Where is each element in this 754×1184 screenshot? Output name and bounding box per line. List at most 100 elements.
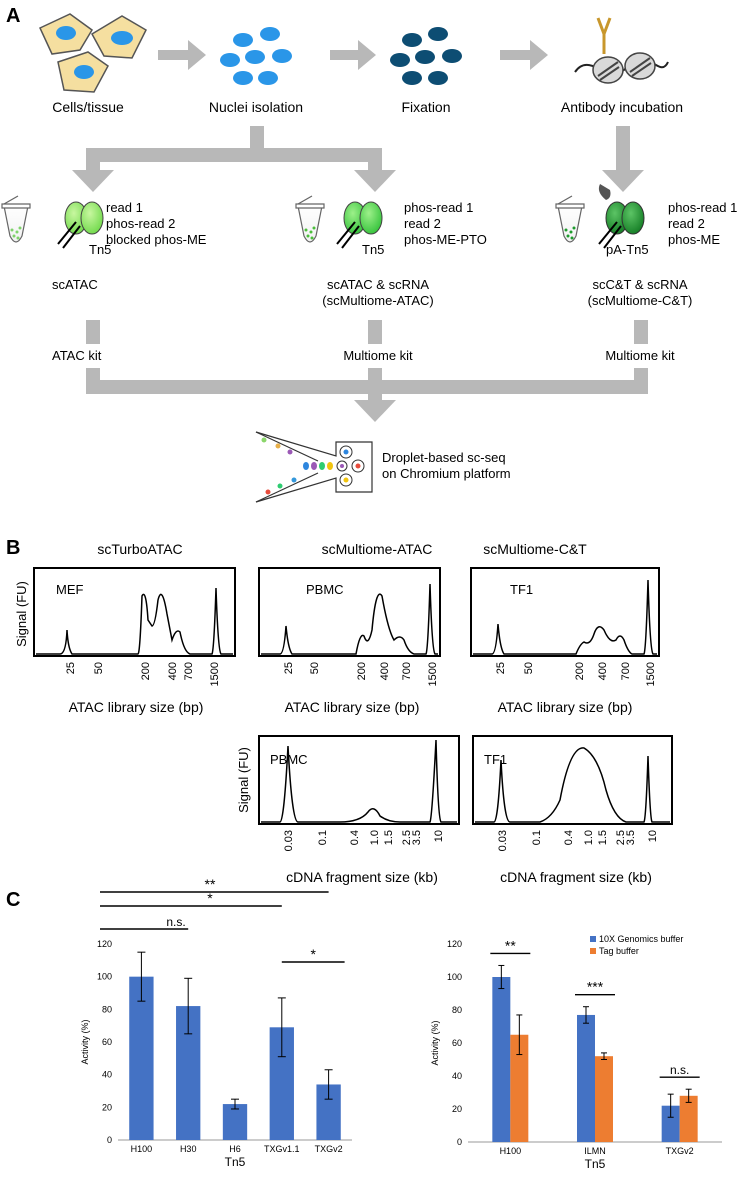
atac-tick-label: 25 (65, 662, 77, 674)
panel-a-letter: A (6, 5, 20, 27)
tn5-enzyme-icon (57, 201, 104, 249)
panel-c-letter: C (6, 889, 20, 911)
legend-swatch (590, 948, 596, 954)
assay-name: scATAC (52, 277, 98, 292)
droplet-chip-icon (255, 431, 373, 503)
x-tick-label: H100 (500, 1146, 522, 1156)
cdna-xlabel: cDNA fragment size (kb) (500, 869, 652, 885)
enzyme-label: Tn5 (89, 242, 111, 257)
bar (595, 1056, 613, 1142)
significance-label: n.s. (670, 1063, 689, 1077)
y-tick-label: 100 (447, 972, 462, 982)
atac-chart-title: scTurboATAC (97, 541, 182, 557)
cdna-tick-label: 0.4 (563, 830, 575, 845)
atac-tick-label: 50 (309, 662, 321, 674)
pa-tn5-enzyme-icon (598, 184, 645, 249)
adapter-line: phos-ME-PTO (404, 232, 487, 247)
atac-chart-title: scMultiome-ATAC (322, 541, 433, 557)
atac-chart-title: scMultiome-C&T (483, 541, 587, 557)
electropherogram-trace (473, 579, 657, 655)
atac-tick-label: 1500 (209, 662, 221, 686)
y-tick-label: 120 (97, 939, 112, 949)
cdna-tick-label: 0.03 (497, 830, 509, 851)
significance-label: * (310, 946, 316, 962)
cdna-trace-frame (258, 735, 460, 825)
adapter-line: read 1 (106, 200, 143, 215)
atac-tick-label: 1500 (427, 662, 439, 686)
atac-tick-label: 200 (574, 662, 586, 680)
cdna-tick-label: 0.1 (531, 830, 543, 845)
cdna-tick-label: 1.5 (383, 830, 395, 845)
cdna-tick-label: 1.5 (597, 830, 609, 845)
significance-label: ** (505, 937, 516, 953)
step-arrow-icon (330, 40, 376, 70)
atac-tick-label: 1500 (645, 662, 657, 686)
sample-label: TF1 (510, 582, 533, 597)
atac-tick-label: 400 (167, 662, 179, 680)
cdna-tick-label: 10 (647, 830, 659, 842)
y-tick-label: 80 (102, 1004, 112, 1014)
y-axis-label: Activity (%) (430, 1020, 440, 1065)
enzyme-label: Tn5 (362, 242, 384, 257)
step-label-cells: Cells/tissue (52, 99, 124, 115)
y-tick-label: 40 (452, 1071, 462, 1081)
electropherogram-trace (475, 747, 670, 823)
significance-label: *** (587, 979, 604, 995)
atac-tick-label: 700 (183, 662, 195, 680)
cdna-xlabel: cDNA fragment size (kb) (286, 869, 438, 885)
legend-swatch (590, 936, 596, 942)
kit-label: ATAC kit (52, 348, 102, 363)
significance-label: * (207, 890, 213, 906)
x-tick-label: H30 (180, 1144, 197, 1154)
atac-tick-label: 200 (140, 662, 152, 680)
x-tick-label: TXGv1.1 (264, 1144, 300, 1154)
bar (661, 1105, 680, 1142)
y-tick-label: 60 (452, 1038, 462, 1048)
atac-tick-label: 400 (379, 662, 391, 680)
step-label-antibody: Antibody incubation (561, 99, 683, 115)
significance-label: ** (205, 876, 216, 892)
tube-icon (555, 195, 585, 243)
y-tick-label: 120 (447, 939, 462, 949)
split-arrows-icon (72, 126, 644, 192)
y-tick-label: 20 (102, 1102, 112, 1112)
adapter-line: blocked phos-ME (106, 232, 207, 247)
adapter-line: phos-read 1 (404, 200, 473, 215)
y-tick-label: 0 (107, 1135, 112, 1145)
atac-tick-label: 50 (93, 662, 105, 674)
atac-xlabel: ATAC library size (bp) (285, 699, 420, 715)
assay-name: scATAC & scRNA (327, 277, 429, 292)
tube-icon (295, 195, 325, 243)
sample-label: TF1 (484, 752, 507, 767)
assay-name: (scMultiome-ATAC) (322, 293, 433, 308)
cdna-ylabel: Signal (FU) (236, 747, 251, 813)
electropherogram-trace (36, 587, 233, 655)
atac-trace-frame (470, 567, 660, 657)
bar (510, 1034, 529, 1142)
cdna-tick-label: 3.5 (625, 830, 637, 845)
atac-tick-label: 25 (495, 662, 507, 674)
legend-label: 10X Genomics buffer (599, 934, 683, 944)
atac-tick-label: 50 (523, 662, 535, 674)
nuclei-icon (220, 27, 292, 85)
y-tick-label: 0 (457, 1137, 462, 1147)
electropherogram-trace (261, 583, 438, 655)
cdna-tick-label: 0.1 (317, 830, 329, 845)
cdna-trace-frame (472, 735, 673, 825)
x-tick-label: H100 (131, 1144, 153, 1154)
adapter-line: phos-read 1 (668, 200, 737, 215)
x-axis-label: Tn5 (225, 1155, 246, 1169)
kit-label: Multiome kit (605, 348, 675, 363)
y-axis-label: Activity (%) (80, 1019, 90, 1064)
y-tick-label: 100 (97, 972, 112, 982)
cdna-tick-label: 10 (433, 830, 445, 842)
kit-label: Multiome kit (343, 348, 413, 363)
legend-label: Tag buffer (599, 946, 639, 956)
platform-label: Droplet-based sc-seq (382, 450, 506, 465)
bar (222, 1104, 248, 1140)
step-label-nuclei: Nuclei isolation (209, 99, 303, 115)
merge-arrows-icon (86, 320, 648, 422)
